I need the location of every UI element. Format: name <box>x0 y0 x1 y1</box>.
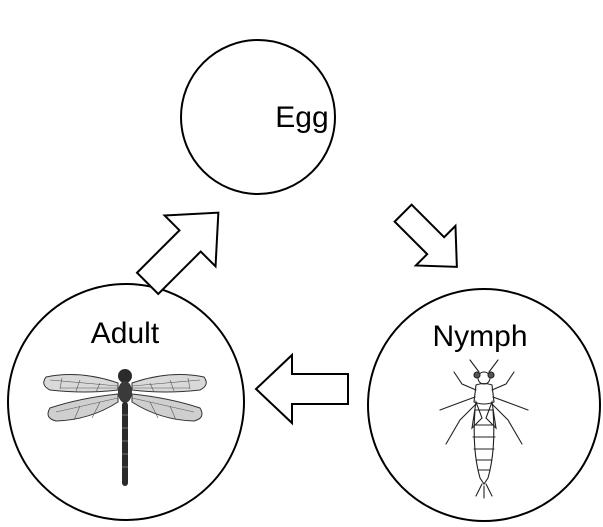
arrow-left-icon <box>256 355 348 423</box>
arrow-egg-to-nymph <box>383 193 476 286</box>
egg-label: Egg <box>275 101 328 134</box>
stage-adult: Adult <box>8 284 244 520</box>
stage-egg: Egg <box>181 40 335 194</box>
nymph-label: Nymph <box>432 320 527 353</box>
adult-label: Adult <box>91 317 160 350</box>
stage-nymph: Nymph <box>368 289 600 521</box>
arrow-right-down-icon <box>383 193 476 286</box>
arrow-nymph-to-adult <box>256 355 348 423</box>
